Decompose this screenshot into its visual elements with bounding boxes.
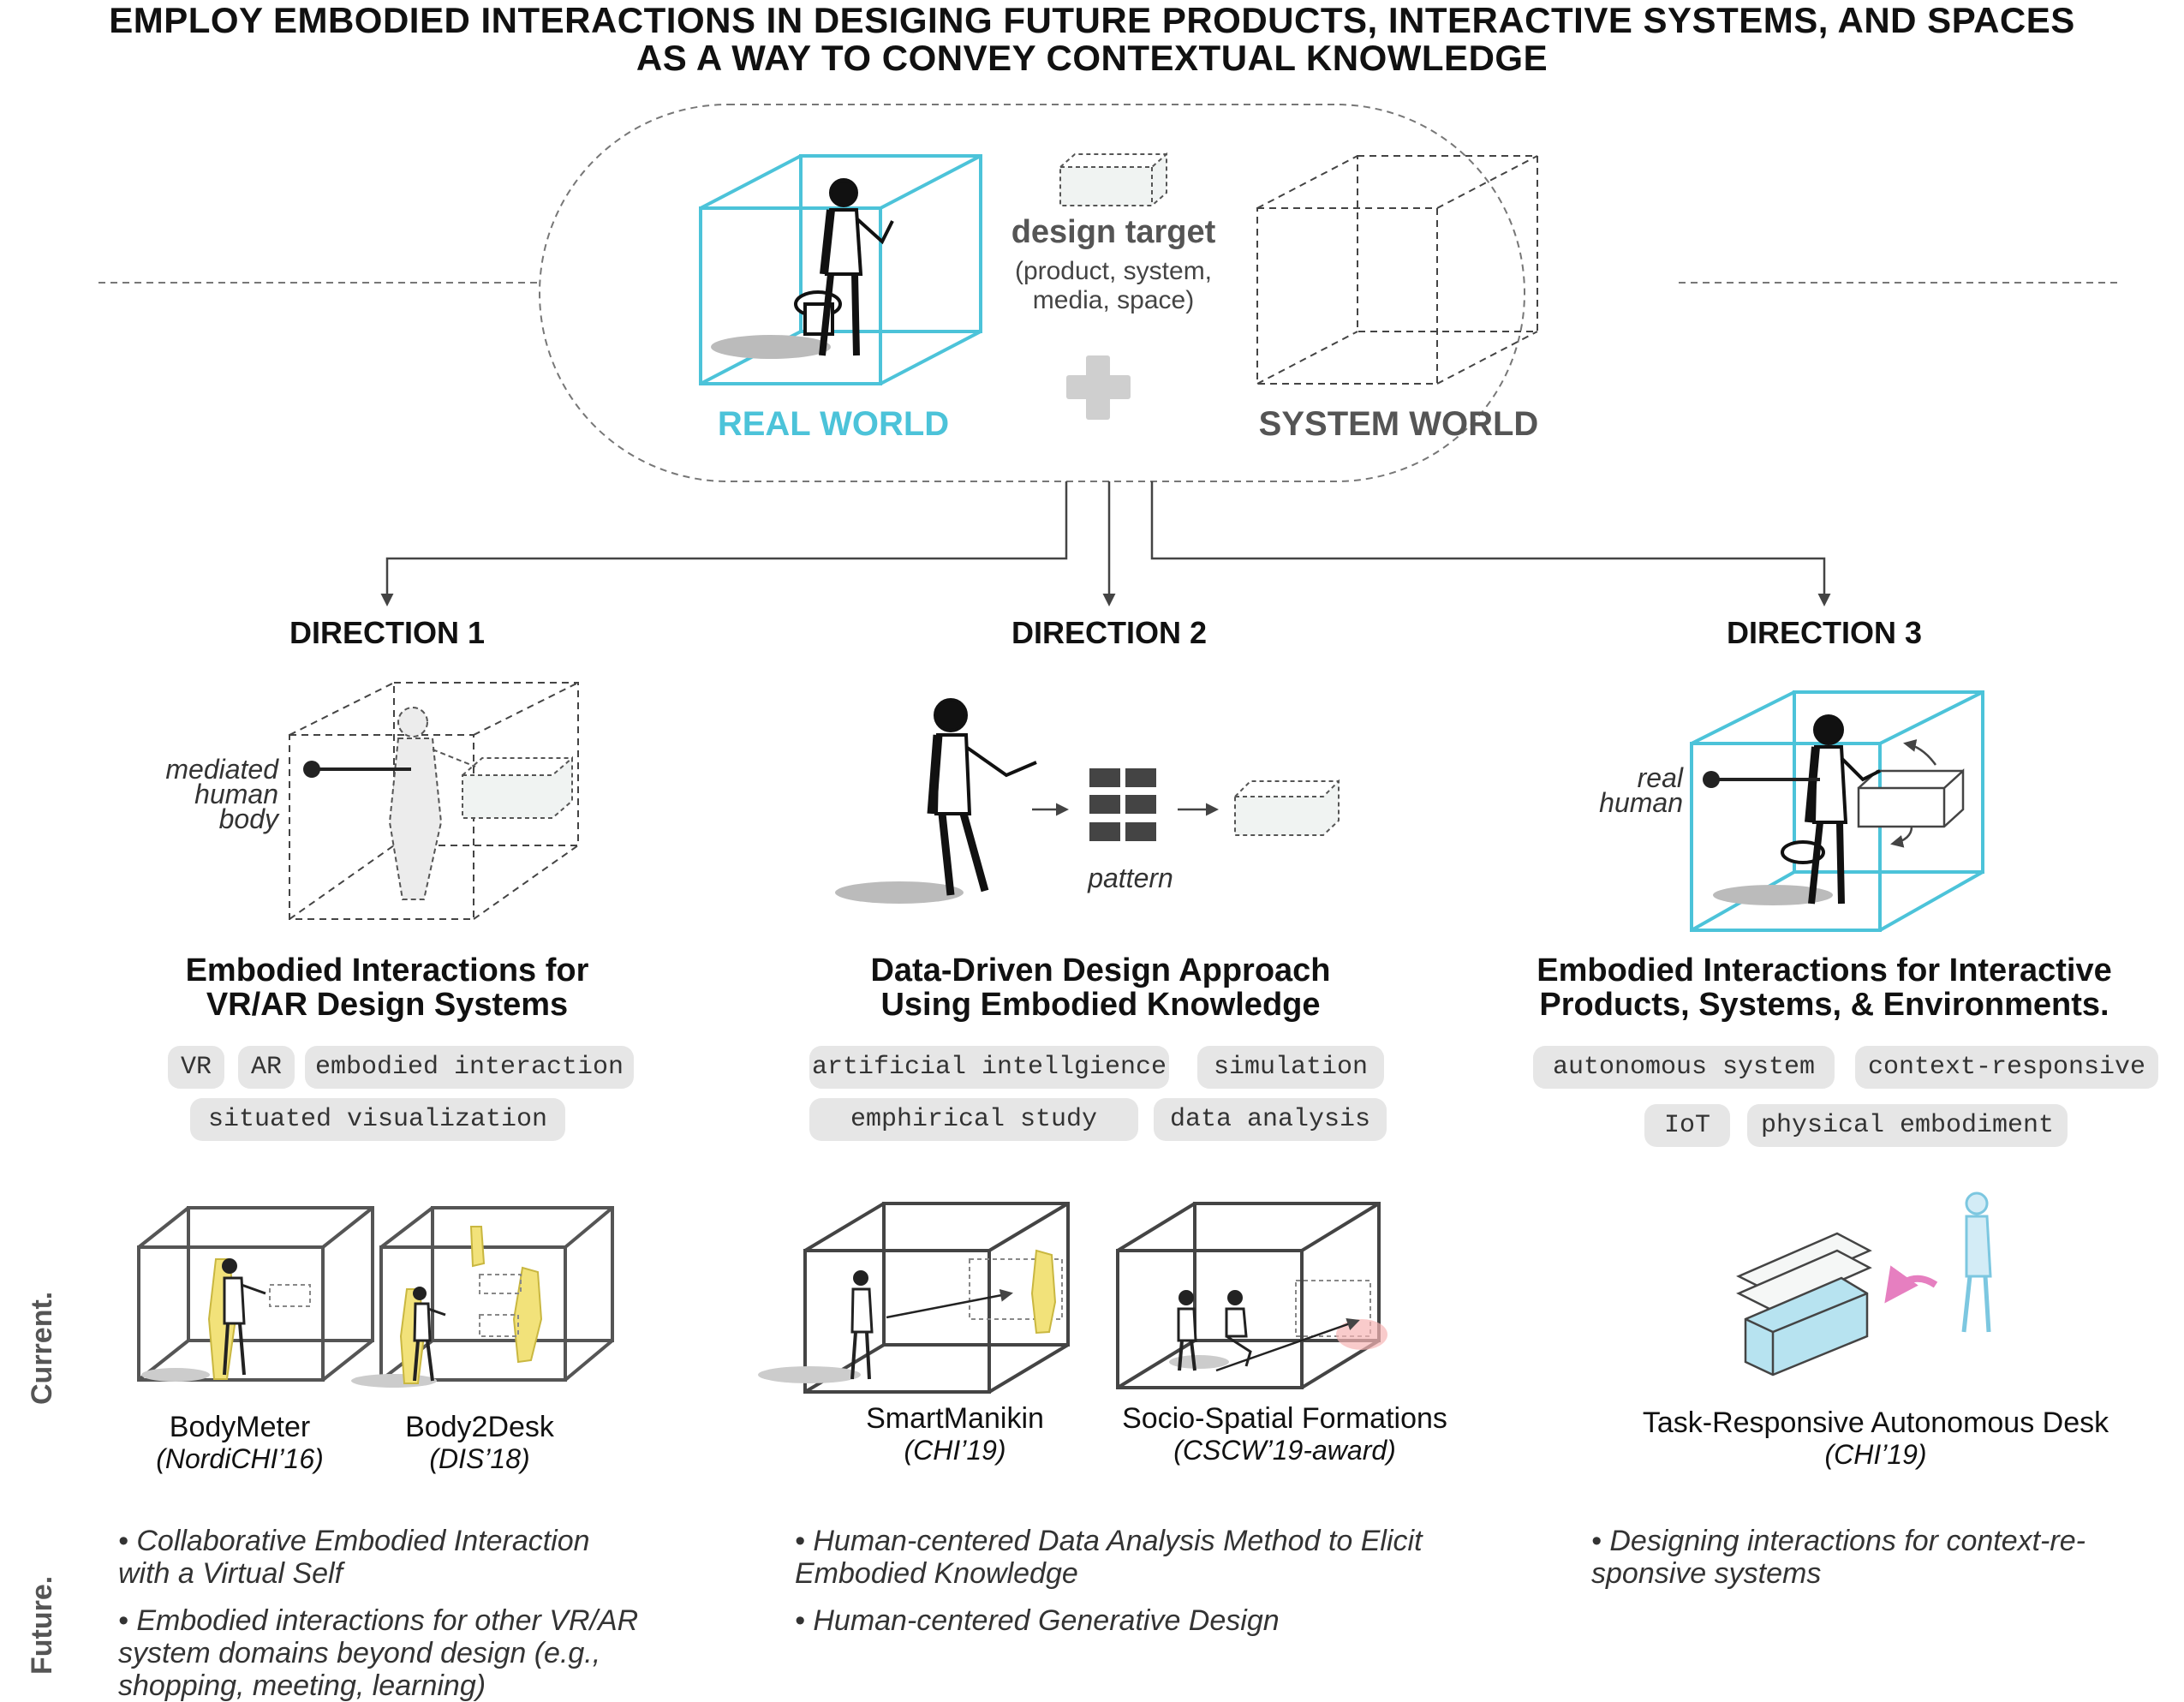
case-smartmanikin-venue: (CHI’19)	[904, 1435, 1006, 1466]
smartmanikin-figures	[850, 1249, 1063, 1380]
case-smartmanikin-name: SmartManikin	[866, 1402, 1044, 1435]
dir3-annotation-2: human	[1599, 787, 1683, 818]
socio-spatial-figures	[1169, 1280, 1387, 1372]
dir3-future-2: sponsive systems	[1591, 1557, 1822, 1590]
design-target-sub-2: media, space)	[1032, 286, 1195, 314]
dir2-future-2: Embodied Knowledge	[795, 1557, 1078, 1590]
world-capsule	[539, 104, 1525, 482]
case-bodymeter-name: BodyMeter	[169, 1411, 311, 1443]
dir1-future-4: system domains beyond design (e.g.,	[118, 1637, 601, 1669]
system-world-cube	[1256, 155, 1538, 385]
tag-embodied-interaction: embodied interaction	[305, 1046, 634, 1089]
side-label-current: Current.	[26, 1291, 58, 1405]
dir3-cube	[1690, 690, 1984, 932]
direction-connectors	[380, 481, 1831, 606]
dir1-future-3: • Embodied interactions for other VR/AR	[118, 1604, 639, 1637]
design-target-sub-1: (product, system,	[1014, 257, 1213, 285]
tag-ar: AR	[238, 1046, 295, 1089]
body2desk-figures	[399, 1226, 543, 1384]
dir2-future-3: • Human-centered Generative Design	[795, 1604, 1280, 1637]
direction-3-heading: DIRECTION 3	[1726, 615, 1923, 650]
dir2-target-box	[1234, 779, 1340, 836]
dir2-person	[835, 698, 1037, 904]
tag-physical-embodiment: physical embodiment	[1747, 1104, 2068, 1147]
design-target-label: design target	[1011, 214, 1216, 250]
dir1-future-2: with a Virtual Self	[118, 1557, 343, 1590]
dir1-future-5: shopping, meeting, learning)	[118, 1669, 486, 1702]
tag-vr: VR	[168, 1046, 224, 1089]
case-bodymeter-venue: (NordiCHI’16)	[156, 1443, 324, 1474]
dir1-pointer-dot	[303, 761, 320, 778]
dir1-annotation-2: human	[194, 779, 278, 809]
tag-context-responsive: context-responsive	[1855, 1046, 2158, 1089]
case-body2desk-venue: (DIS’18)	[429, 1443, 530, 1474]
dir3-rotate-arrow-top	[1903, 739, 1937, 766]
title-line-1: EMPLOY EMBODIED INTERACTIONS IN DESIGING…	[109, 0, 2075, 40]
dir2-annotation: pattern	[1088, 863, 1173, 893]
dir1-title-2: VR/AR Design Systems	[206, 987, 569, 1023]
dir3-pointer-dot	[1703, 771, 1720, 788]
dir2-title-2: Using Embodied Knowledge	[880, 987, 1321, 1023]
tag-situated-visualization: situated visualization	[190, 1098, 565, 1141]
bodymeter-cube	[137, 1206, 374, 1382]
title-line-2: AS A WAY TO CONVEY CONTEXTUAL KNOWLEDGE	[636, 38, 1548, 78]
dir1-mediated-body	[388, 707, 476, 900]
case-socio-spatial-name: Socio-Spatial Formations	[1122, 1402, 1447, 1435]
side-label-future: Future.	[26, 1575, 58, 1675]
real-world-person	[711, 178, 894, 359]
autonomous-desk	[1736, 1232, 1872, 1377]
direction-1-heading: DIRECTION 1	[289, 615, 486, 650]
dir1-cube	[289, 682, 579, 920]
dir1-annotation-1: mediated	[165, 754, 278, 785]
system-world-label: SYSTEM WORLD	[1258, 405, 1539, 443]
tag-data-analysis: data analysis	[1154, 1098, 1387, 1141]
dir1-title-1: Embodied Interactions for	[185, 953, 589, 988]
pattern-grid-icon	[1089, 768, 1156, 841]
direction-2-heading: DIRECTION 2	[1011, 615, 1208, 650]
dir1-virtual-box	[462, 755, 573, 819]
dir3-person	[1713, 714, 1881, 905]
case-socio-spatial-venue: (CSCW’19-award)	[1173, 1435, 1396, 1466]
case-desk-venue: (CHI’19)	[1824, 1439, 1927, 1470]
dir3-rotate-arrow-bottom	[1890, 826, 1913, 848]
case-desk-name: Task-Responsive Autonomous Desk	[1642, 1406, 2109, 1439]
tag-artificial-intelligence: artificial intellgience	[809, 1046, 1169, 1089]
design-target-box	[1059, 152, 1167, 206]
dir3-annotation-1: real	[1637, 762, 1683, 793]
dir2-future-1: • Human-centered Data Analysis Method to…	[795, 1525, 1423, 1557]
tag-simulation: simulation	[1197, 1046, 1384, 1089]
plus-icon	[1066, 355, 1131, 420]
case-body2desk-name: Body2Desk	[405, 1411, 554, 1443]
dir3-title-1: Embodied Interactions for Interactive	[1537, 953, 2112, 988]
dir1-annotation-3: body	[218, 803, 278, 834]
tag-autonomous-system: autonomous system	[1533, 1046, 1835, 1089]
smartmanikin-cube	[803, 1202, 1070, 1394]
tag-iot: IoT	[1644, 1104, 1730, 1147]
dir1-future-1: • Collaborative Embodied Interaction	[118, 1525, 590, 1557]
tag-empirical-study: emphirical study	[809, 1098, 1138, 1141]
dir3-physical-box	[1857, 768, 1965, 828]
dir3-title-2: Products, Systems, & Environments.	[1539, 987, 2109, 1023]
bodymeter-figure	[207, 1258, 311, 1380]
desk-motion-arrow	[1884, 1265, 1938, 1304]
desk-user-figure	[1961, 1191, 1992, 1333]
dir3-future-1: • Designing interactions for context-re-	[1591, 1525, 2086, 1557]
real-world-label: REAL WORLD	[717, 405, 950, 443]
dir2-title-1: Data-Driven Design Approach	[870, 953, 1331, 988]
